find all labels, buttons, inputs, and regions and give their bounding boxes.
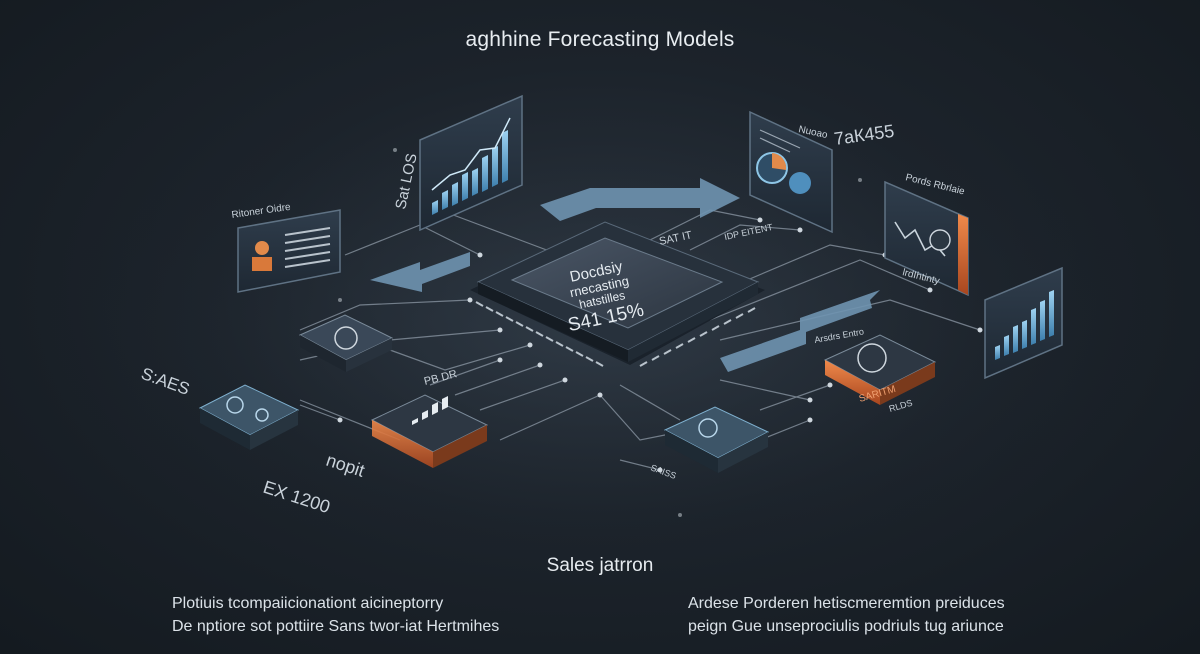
person-report-icon [237, 209, 341, 293]
cloud-network-icon [298, 314, 394, 372]
arrow-icon [370, 178, 880, 372]
diagram-title: aghhine Forecasting Models [465, 28, 735, 51]
pie-chart-icon [749, 110, 833, 234]
cpu-chip-icon [470, 221, 765, 367]
cloud-network-icon [663, 406, 770, 473]
bar-chart-icon [419, 94, 523, 232]
caption-right: Ardese Porderen hetiscmeremtion preiduce… [688, 592, 1005, 638]
section-subtitle: Sales jatrron [546, 555, 654, 576]
line-chart-panel [884, 180, 969, 297]
bar-chart-icon [984, 266, 1063, 380]
caption-right-line-2: peign Gue unseprociulis podriuls tug ari… [688, 618, 1004, 635]
caption-left-line-2: De nptiore sot pottiire Sans twor-iat He… [172, 618, 500, 635]
caption-left: Plotiuis tcompaiicionationt aicineptorry… [172, 592, 499, 638]
caption-left-line-1: Plotiuis tcompaiicionationt aicineptorry [172, 595, 444, 612]
caption-right-line-1: Ardese Porderen hetiscmeremtion preiduce… [688, 595, 1005, 612]
cpu-chip-icon [823, 334, 937, 405]
cloud-network-icon [198, 384, 300, 450]
bar-chart-icon [370, 394, 489, 468]
